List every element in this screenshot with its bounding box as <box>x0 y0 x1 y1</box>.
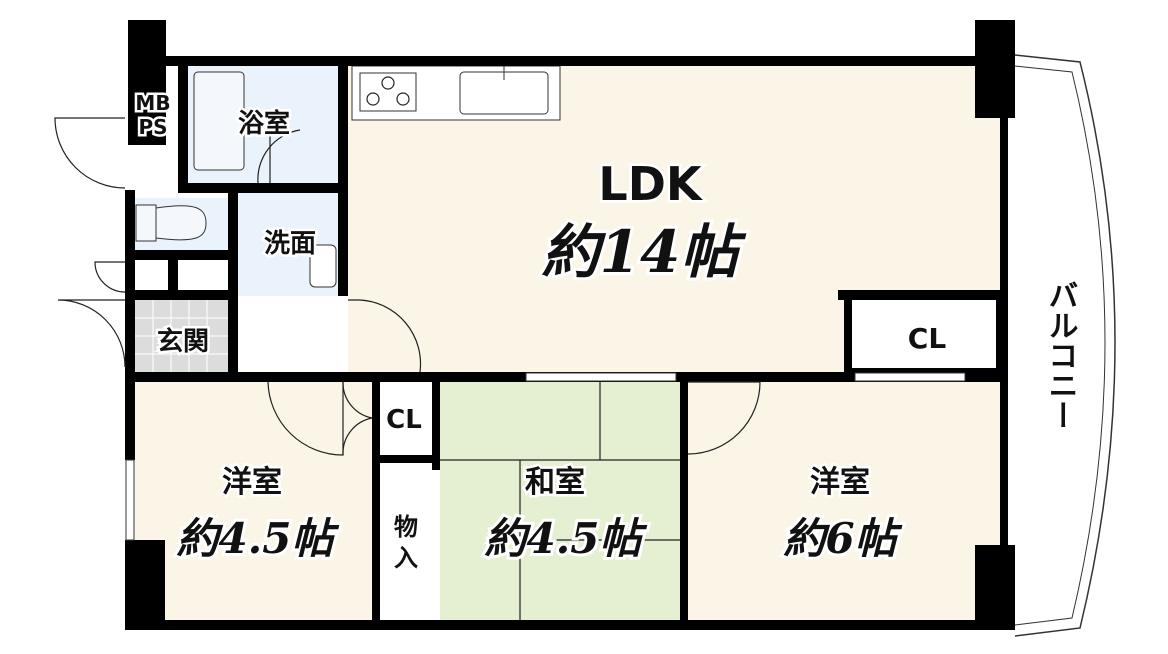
doors <box>54 117 761 456</box>
room-washitsu <box>440 382 680 620</box>
washitsu-label: 和室 <box>525 465 585 500</box>
window <box>125 459 135 541</box>
ldk-label: LDK <box>598 157 703 211</box>
closet-small-label: CL <box>386 405 422 435</box>
western-left-label: 洋室 <box>222 465 282 500</box>
window <box>525 372 677 382</box>
bathtub-icon <box>193 71 245 171</box>
washbasin-icon <box>309 244 337 288</box>
window <box>854 372 966 382</box>
balcony <box>1014 54 1116 637</box>
western-right-size: 約6帖 <box>783 514 902 563</box>
washroom-label: 洗面 <box>264 229 316 259</box>
room-western-left <box>135 382 373 620</box>
western-left-size: 約4.5帖 <box>176 514 339 563</box>
washitsu-size: 約4.5帖 <box>484 514 647 563</box>
bath-label: 浴室 <box>238 108 290 139</box>
storage-label-1: 物 <box>394 513 418 541</box>
toilet-icon <box>135 204 207 242</box>
stove-icon <box>359 72 417 112</box>
storage <box>380 460 432 620</box>
closet-small <box>372 382 432 460</box>
storage-label-2: 入 <box>394 544 418 572</box>
western-right-label: 洋室 <box>810 465 870 500</box>
room-western-right <box>688 382 1000 620</box>
balcony-label: バルコニー <box>1043 280 1078 430</box>
mb-label: MB <box>135 91 170 115</box>
closet-ldk-label: CL <box>908 322 947 355</box>
entrance-label: 玄関 <box>157 326 209 357</box>
kitchen-counter <box>351 65 561 121</box>
ps-label: PS <box>138 115 167 139</box>
ldk-size: 約14帖 <box>542 218 748 286</box>
